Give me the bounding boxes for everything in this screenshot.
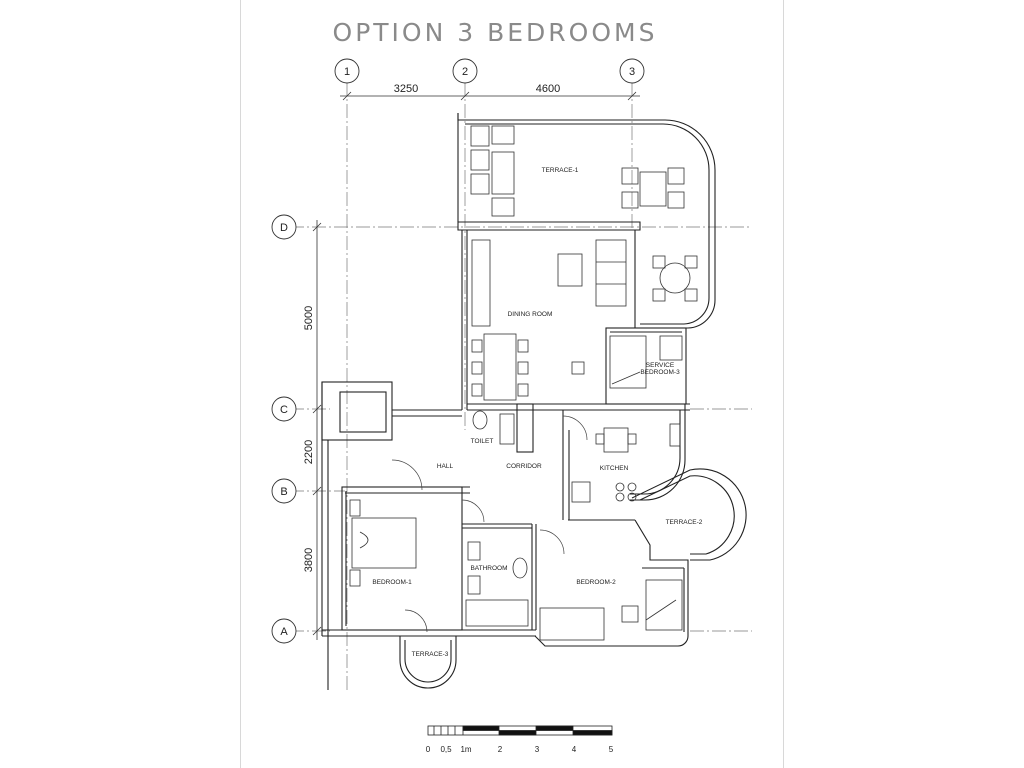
furniture <box>349 125 698 641</box>
sheet-border-left <box>240 0 241 768</box>
dimension-lines <box>312 91 640 640</box>
grid-bubble-a <box>271 618 297 644</box>
room-label-terrace-1: TERRACE-1 <box>542 167 579 174</box>
room-label-terrace-2: TERRACE-2 <box>666 519 703 526</box>
scale-label-0: 0 <box>426 745 431 754</box>
room-label-bathroom: BATHROOM <box>470 565 507 572</box>
grid-label-a: A <box>280 626 288 638</box>
grid-bubble-c <box>271 396 297 422</box>
grid-label-d: D <box>280 222 288 234</box>
walls <box>321 113 747 690</box>
room-label-terrace-3: TERRACE-3 <box>412 651 449 658</box>
drawing-title: OPTION 3 BEDROOMS <box>332 18 658 47</box>
room-label-dining-room: DINING ROOM <box>508 311 553 318</box>
scale-label-2: 2 <box>498 745 503 754</box>
dim-top-2: 4600 <box>536 83 560 95</box>
scale-label-4: 4 <box>572 745 577 754</box>
scale-label-0-5: 0,5 <box>440 745 452 754</box>
grid-bubble-3 <box>619 58 645 84</box>
room-label-bedroom-2: BEDROOM-2 <box>576 579 616 586</box>
scale-label-3: 3 <box>535 745 540 754</box>
room-label-service-bedroom-2: BEDROOM-3 <box>640 369 680 376</box>
scale-bar-segment <box>462 725 500 731</box>
grid-bubble-2 <box>452 58 478 84</box>
grid-label-1: 1 <box>344 66 350 78</box>
room-label-toilet: TOILET <box>471 438 494 445</box>
grid-label-2: 2 <box>462 66 468 78</box>
scale-bar <box>427 725 613 736</box>
grid-bubble-1 <box>334 58 360 84</box>
grid-label-c: C <box>280 404 288 416</box>
grid-bubble-b <box>271 478 297 504</box>
room-label-hall: HALL <box>437 463 454 470</box>
scale-bar-segment <box>572 730 613 736</box>
grid-label-b: B <box>280 486 287 498</box>
dim-left-3: 3800 <box>303 548 315 572</box>
scale-label-5: 5 <box>609 745 614 754</box>
scale-bar-segment <box>535 725 574 731</box>
dim-left-2: 2200 <box>303 440 315 464</box>
grid-label-3: 3 <box>629 66 635 78</box>
room-label-service-bedroom-1: SERVICE <box>646 362 675 369</box>
scale-label-1m: 1m <box>460 745 471 754</box>
grid-bubble-d <box>271 214 297 240</box>
room-label-bedroom-1: BEDROOM-1 <box>372 579 412 586</box>
room-label-kitchen: KITCHEN <box>600 465 629 472</box>
grid-bubbles <box>271 58 645 644</box>
grid-lines <box>290 82 752 690</box>
doors <box>391 415 588 633</box>
scale-bar-segment <box>498 730 537 736</box>
room-label-corridor: CORRIDOR <box>506 463 542 470</box>
sheet-border-right <box>783 0 784 768</box>
dim-top-1: 3250 <box>394 83 418 95</box>
dim-left-1: 5000 <box>303 306 315 330</box>
